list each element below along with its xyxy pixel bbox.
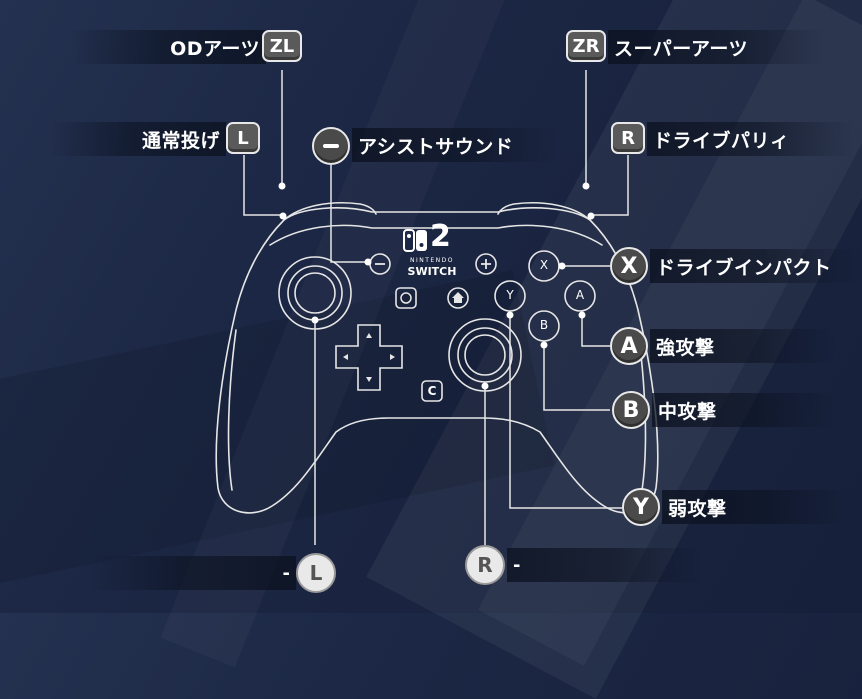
face-x-letter: X [539,258,549,272]
b-action-label: 中攻撃 [658,400,717,423]
x-button-icon: X [610,247,648,285]
switch-logo-icon [403,229,427,252]
switch-logo-line1: NINTENDO [409,257,455,264]
x-label-band: ドライブインパクト [650,249,862,283]
lstick-button-icon: L [296,553,336,593]
dpad-outline [335,324,403,391]
face-y-outline [494,280,526,312]
rstick-button-icon: R [465,545,505,585]
left-grip-line [227,329,237,491]
leader-lines [243,70,629,545]
c-button-outline [421,380,443,402]
zr-button-icon: ZR [566,30,606,62]
l-label-band: 通常投げ [50,122,226,156]
lstick-action-label: - [282,562,290,584]
l-button-icon: L [226,122,260,154]
minus-label-band: アシストサウンド [352,128,558,162]
right-shoulder-outline [497,201,591,221]
r-label-band: ドライブパリィ [647,122,853,156]
rstick-action-label: - [513,554,521,576]
zl-action-label: ODアーツ [170,37,260,60]
rstick-label-band: - [507,548,703,582]
minus-button-icon [312,127,350,165]
minus-icon [323,144,339,148]
minus-action-label: アシストサウンド [358,135,514,158]
capture-button-outline [395,287,417,309]
zl-label-band: ODアーツ [70,30,266,64]
home-button-outline [447,287,469,309]
r-button-icon: R [611,122,645,154]
zl-button-icon: ZL [262,30,302,62]
y-label-band: 弱攻撃 [662,490,848,524]
face-a-outline [564,280,596,312]
face-b-letter: B [539,318,549,332]
b-button-icon: B [612,391,650,429]
a-button-icon: A [610,327,648,365]
l-action-label: 通常投げ [141,129,220,152]
switch-logo-number: 2 [430,219,451,254]
a-label-band: 強攻撃 [650,329,836,363]
y-button-icon: Y [622,488,660,526]
controller-top-contour [269,224,603,246]
leader-dots [278,182,595,390]
zr-action-label: スーパーアーツ [614,37,749,60]
b-label-band: 中攻撃 [652,393,838,427]
face-a-letter: A [575,288,585,302]
x-action-label: ドライブインパクト [656,256,832,279]
y-action-label: 弱攻撃 [668,497,727,520]
a-action-label: 強攻撃 [656,336,715,359]
lstick-label-band: - [90,556,296,590]
zr-label-band: スーパーアーツ [608,30,824,64]
face-y-letter: Y [506,288,514,302]
plus-button-outline [475,253,497,275]
r-action-label: ドライブパリィ [653,129,790,152]
face-b-outline [528,310,560,342]
switch-logo-line2: SWITCH [407,265,457,278]
dpad-arrows [343,333,395,382]
left-shoulder-outline [283,201,377,221]
c-button-letter: C [427,384,437,398]
